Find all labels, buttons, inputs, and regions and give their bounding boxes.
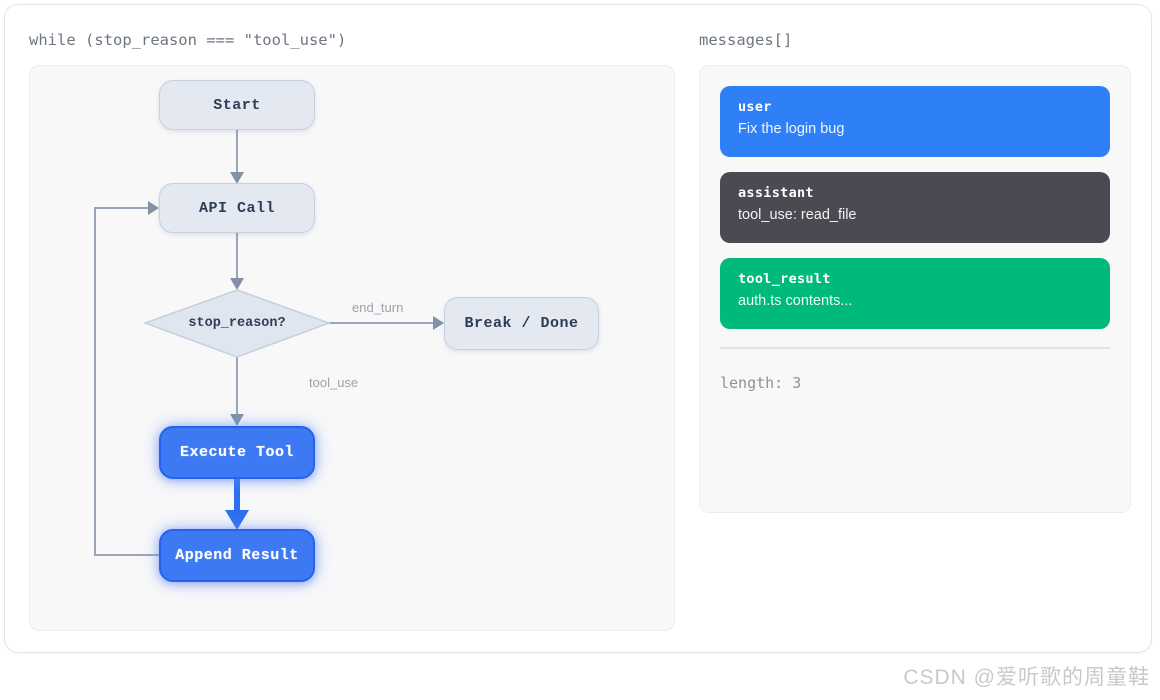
messages-panel: user Fix the login bug assistant tool_us… [699,65,1131,513]
arrowhead-into-decision [230,278,244,290]
arrowhead-into-break [433,316,444,330]
message-body: tool_use: read_file [738,207,857,223]
csdn-watermark: CSDN @爱听歌的周童鞋 [903,666,1150,689]
flowchart-panel: Start API Call stop_reason? Break / Done… [29,65,675,631]
arrowhead-into-execute [230,414,244,426]
flow-node-stop-reason-label: stop_reason? [188,315,286,331]
flow-node-stop-reason: stop_reason? [146,290,328,356]
loop-title: while (stop_reason === "tool_use") [29,31,347,49]
arrowhead-loop-into-api [148,201,159,215]
flow-node-api-call: API Call [159,183,315,233]
decision-diamond-shape [142,289,332,358]
edge-label-tool-use: tool_use [309,375,359,390]
message-role: user [738,99,772,115]
message-card-user: user Fix the login bug [720,86,1110,157]
message-card-tool-result: tool_result auth.ts contents... [720,258,1110,329]
flow-node-append-result: Append Result [159,529,315,582]
edge-loop-back [94,207,159,556]
message-role: assistant [738,185,814,201]
flow-node-api-call-label: API Call [198,199,275,217]
message-body: Fix the login bug [738,121,845,137]
edge-execute-to-append [225,479,249,530]
flow-node-start-label: Start [213,96,261,114]
messages-divider [720,347,1110,349]
main-card: while (stop_reason === "tool_use") messa… [4,4,1152,653]
flow-node-start: Start [159,80,315,130]
edge-label-end-turn: end_turn [352,300,404,315]
flow-node-append-result-label: Append Result [175,547,299,564]
flow-node-execute-tool: Execute Tool [159,426,315,479]
messages-title: messages[] [699,31,793,49]
arrowhead-into-api [230,172,244,184]
flow-node-break-done: Break / Done [444,297,599,350]
messages-length: length: 3 [720,374,802,392]
flow-node-execute-tool-label: Execute Tool [179,444,295,461]
message-role: tool_result [738,271,831,287]
flow-node-break-done-label: Break / Done [464,315,579,332]
message-body: auth.ts contents... [738,293,853,309]
flowchart-connectors [94,130,444,556]
message-card-assistant: assistant tool_use: read_file [720,172,1110,243]
arrowheads [148,172,444,426]
